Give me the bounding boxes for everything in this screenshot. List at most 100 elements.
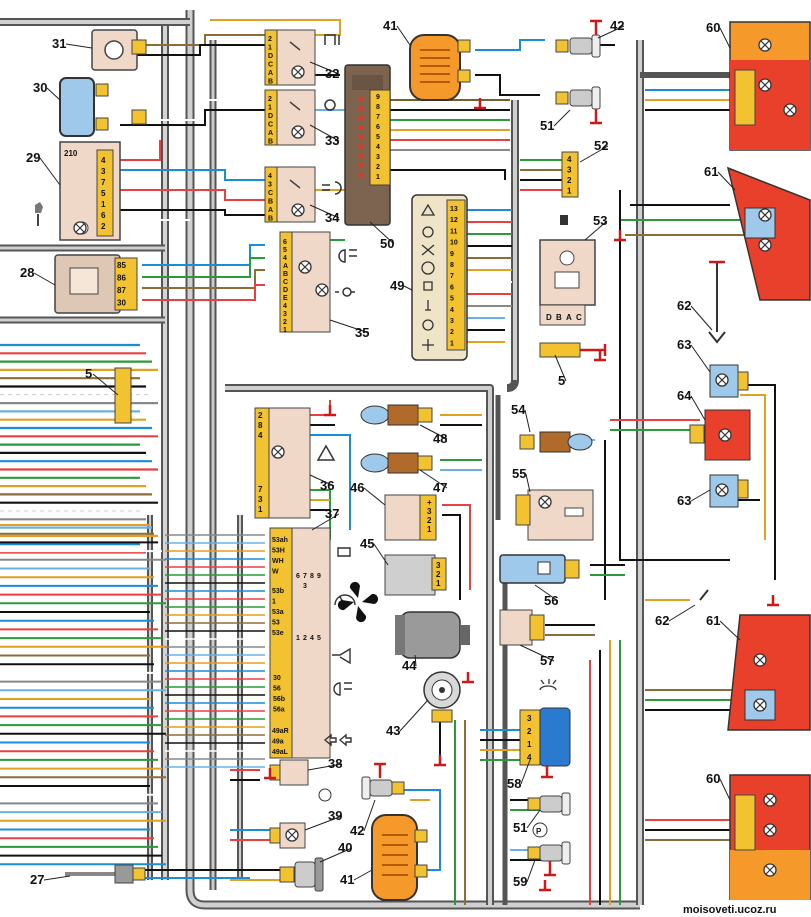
component-54-lamp: [519, 431, 593, 453]
component-55-level-sensor: [515, 489, 594, 541]
callout-number: 35: [355, 325, 369, 340]
callout-number: 62: [655, 613, 669, 628]
switch-33-pin-3: C: [268, 122, 273, 129]
component-48-lamp: [360, 404, 433, 426]
callout-number: 33: [325, 133, 339, 148]
callout-number: 45: [360, 536, 374, 551]
callout-number: 50: [380, 236, 394, 251]
callout-number: 57: [540, 653, 554, 668]
cluster-49-pin-2: 11: [450, 228, 458, 235]
parking-light-icon: [335, 287, 355, 297]
cluster-49-pin-11: 2: [450, 329, 454, 336]
cluster-50-pin-6: 3: [376, 154, 380, 161]
indicator-icons: [420, 203, 436, 351]
callout-44: 44: [402, 654, 417, 673]
component-41-lamp-top: [409, 34, 471, 101]
hazard-36-pin-top-0: 2: [258, 411, 263, 420]
wiper-37-pin-3: W: [272, 569, 279, 576]
switch-29-pin-0: 4: [101, 156, 106, 165]
bulb-9: [763, 863, 777, 877]
bulb-5: [753, 653, 767, 667]
cluster-50-pin-4: 5: [376, 134, 380, 141]
lightswitch-37-pin-3: 56a: [273, 707, 285, 714]
cluster-49-pin-3: 10: [450, 240, 458, 247]
callout-number: 54: [511, 402, 526, 417]
callout-56: 56: [534, 584, 558, 608]
callout-number: 39: [328, 808, 342, 823]
callout-number: 5: [558, 373, 565, 388]
cluster-50-pin-0: 9: [376, 94, 380, 101]
relay-28-pin-0: 85: [117, 261, 126, 270]
bulb-6: [753, 698, 767, 712]
callout-33: 33: [309, 124, 339, 148]
cluster-50-pin-5: 4: [376, 144, 380, 151]
callout-29: 29: [26, 150, 61, 186]
switch-35-pin-9: 3: [283, 311, 287, 318]
high-beam-icon: [333, 682, 352, 696]
callout-number: 29: [26, 150, 40, 165]
component-51-door-switch-bottom: [527, 792, 571, 816]
callout-number: 41: [340, 872, 354, 887]
callout-number: 64: [677, 388, 692, 403]
cluster-led-7: [358, 162, 364, 169]
callout-60: 60: [706, 771, 731, 801]
callout-number: 58: [507, 776, 521, 791]
component-56-relay: [499, 554, 580, 584]
heater-46-pin-0: 1: [427, 525, 432, 534]
switch-icons: [322, 34, 357, 297]
interior-light-icon: [539, 679, 557, 691]
hazard-36-pin-top-2: 4: [258, 431, 263, 440]
oil-icon: [422, 226, 434, 238]
component-41-lamp-bottom: [371, 814, 428, 901]
bulb-7: [763, 793, 777, 807]
switch-32-pin-1: 1: [268, 45, 272, 52]
fog-lamp-icon: [324, 99, 336, 111]
callout-63: 63: [677, 337, 711, 373]
ground-5: [594, 350, 606, 362]
wiper-37-contact-3: 9: [317, 573, 321, 580]
rear-fog-lamp-icon: [322, 181, 342, 195]
callout-42: 42: [597, 18, 624, 39]
bulb-11: [718, 428, 732, 442]
callout-34: 34: [309, 204, 340, 225]
wiper-37-contact-0: 6: [296, 573, 300, 580]
component-27-sensor: [65, 864, 146, 884]
brake-icon: [421, 244, 435, 256]
callout-number: 48: [433, 431, 447, 446]
switch-33-pin-0: 2: [268, 96, 272, 103]
callout-number: 36: [320, 478, 334, 493]
callout-5: 5: [85, 366, 119, 396]
callout-35: 35: [329, 319, 369, 340]
ground-4: [539, 880, 551, 892]
bulb-1: [758, 78, 772, 92]
component-44-fan-motor: [337, 581, 470, 659]
lamp-bulbs: [73, 38, 797, 877]
callout-number: 34: [325, 210, 340, 225]
ground-2: [462, 672, 474, 684]
plug-52-pin-0: 4: [567, 155, 572, 164]
lightswitch-37-pin-0: 30: [273, 675, 281, 682]
callout-61: 61: [704, 164, 736, 191]
switch-35-pin-11: 1: [283, 327, 287, 334]
cluster-led-8: [358, 172, 364, 178]
cluster-50-pin-1: 8: [376, 104, 380, 111]
callout-number: 53: [593, 213, 607, 228]
callout-57: 57: [519, 644, 554, 668]
callout-53: 53: [584, 213, 607, 241]
warning-triangle-icon: [420, 203, 436, 216]
component-31-sensor: [91, 29, 147, 71]
